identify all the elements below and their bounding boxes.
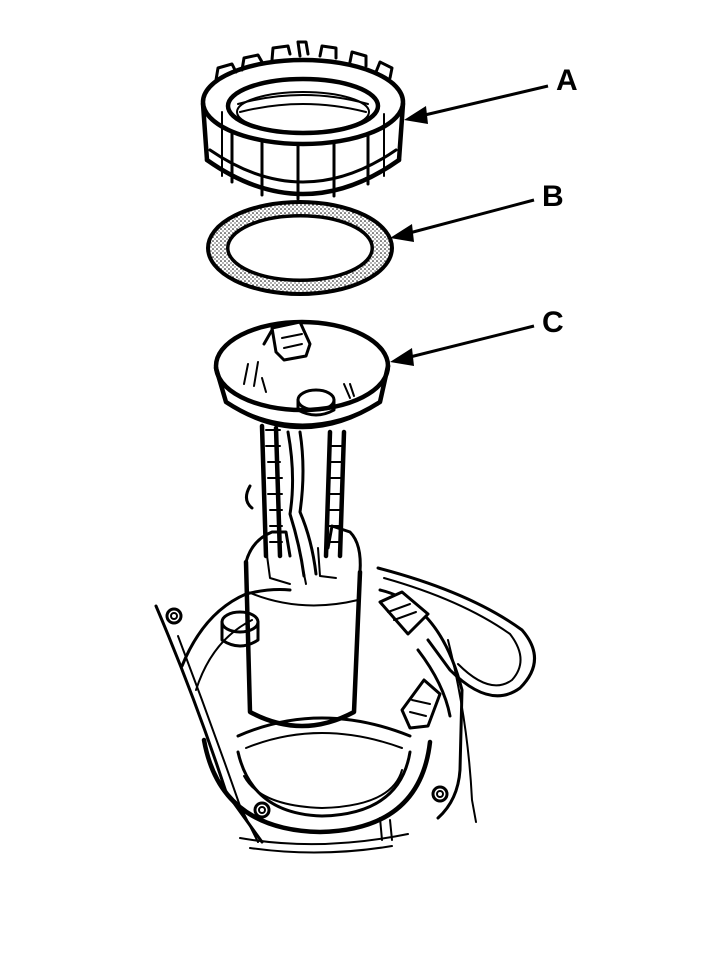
callout-label-a: A (556, 64, 578, 97)
fuel-pump-assembly (213, 319, 391, 729)
fuel-tank-opening (154, 566, 536, 854)
lock-ring (200, 40, 406, 201)
callout-b: B (390, 180, 564, 242)
callout-label-c: C (542, 306, 564, 339)
callout-c: C (390, 306, 564, 366)
gasket (205, 200, 395, 296)
callout-label-b: B (542, 180, 564, 213)
callout-a: A (404, 64, 578, 124)
